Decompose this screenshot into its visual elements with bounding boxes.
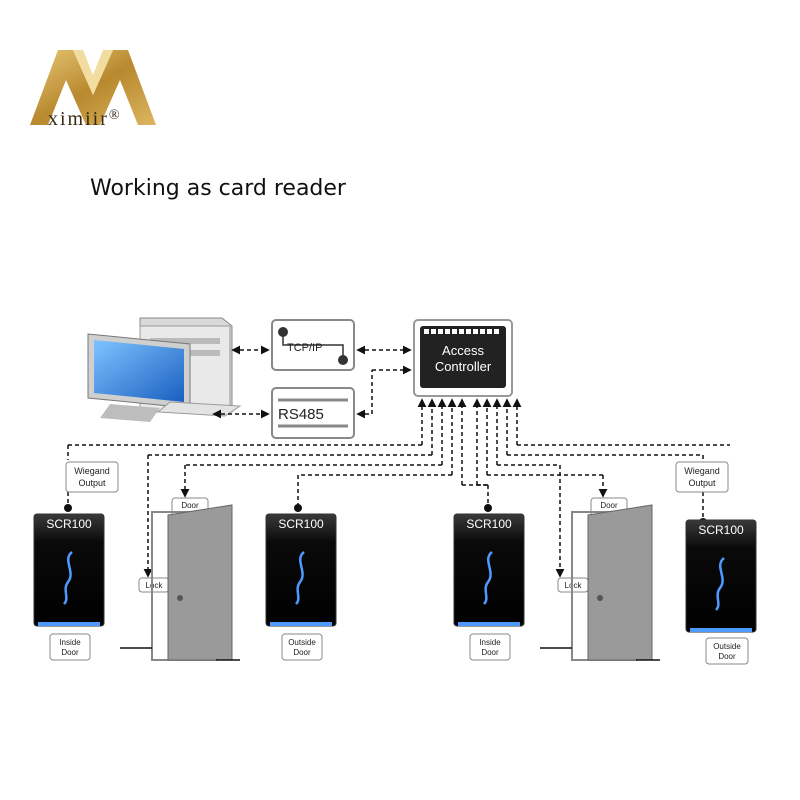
tcpip-module: TCP/IP [271, 319, 355, 371]
wiegand-label-right: Wiegand Output [675, 461, 729, 493]
svg-text:Inside: Inside [59, 638, 81, 647]
controller-label-1: Access [442, 343, 484, 358]
inside-door-label-left: Inside Door [49, 633, 91, 661]
rs485-module: RS485 [271, 387, 355, 439]
wiegand-label-left: Wiegand Output [65, 461, 119, 493]
svg-text:Outside: Outside [288, 638, 316, 647]
svg-text:SCR100: SCR100 [698, 523, 744, 537]
controller-label-2: Controller [435, 359, 492, 374]
svg-text:Lock: Lock [565, 581, 583, 590]
svg-text:SCR100: SCR100 [46, 517, 92, 531]
brand-name: ximiir® [48, 108, 122, 130]
card-reader-inside-left: SCR100 [33, 513, 105, 627]
outside-door-label-right: Outside Door [705, 637, 749, 665]
door-left [120, 504, 240, 661]
svg-text:Output: Output [78, 478, 106, 488]
svg-text:Lock: Lock [146, 581, 164, 590]
page-title: Working as card reader [90, 176, 346, 201]
svg-text:Door: Door [61, 648, 79, 657]
svg-text:Wiegand: Wiegand [684, 466, 720, 476]
inside-door-label-right: Inside Door [469, 633, 511, 661]
svg-text:Output: Output [688, 478, 716, 488]
tcpip-label: TCP/IP [287, 342, 322, 354]
svg-text:Wiegand: Wiegand [74, 466, 110, 476]
svg-text:Outside: Outside [713, 642, 741, 651]
device-wiring [67, 398, 730, 578]
svg-text:SCR100: SCR100 [278, 517, 324, 531]
lock-label-left: Lock [138, 577, 170, 593]
svg-text:Door: Door [293, 648, 311, 657]
svg-text:Door: Door [718, 652, 736, 661]
rs485-label: RS485 [278, 406, 324, 423]
card-reader-inside-right: SCR100 [453, 513, 525, 627]
svg-text:Door: Door [181, 501, 199, 510]
svg-text:Door: Door [481, 648, 499, 657]
access-controller: Access Controller [413, 319, 513, 397]
svg-text:Inside: Inside [479, 638, 501, 647]
brand-logo [30, 50, 156, 125]
computer-icon [87, 317, 242, 422]
door-right [540, 504, 660, 661]
outside-door-label-left: Outside Door [281, 633, 323, 661]
svg-text:Door: Door [600, 501, 618, 510]
card-reader-outside-right: SCR100 [685, 519, 757, 633]
network-links [212, 345, 412, 419]
card-reader-outside-left: SCR100 [265, 513, 337, 627]
svg-text:SCR100: SCR100 [466, 517, 512, 531]
